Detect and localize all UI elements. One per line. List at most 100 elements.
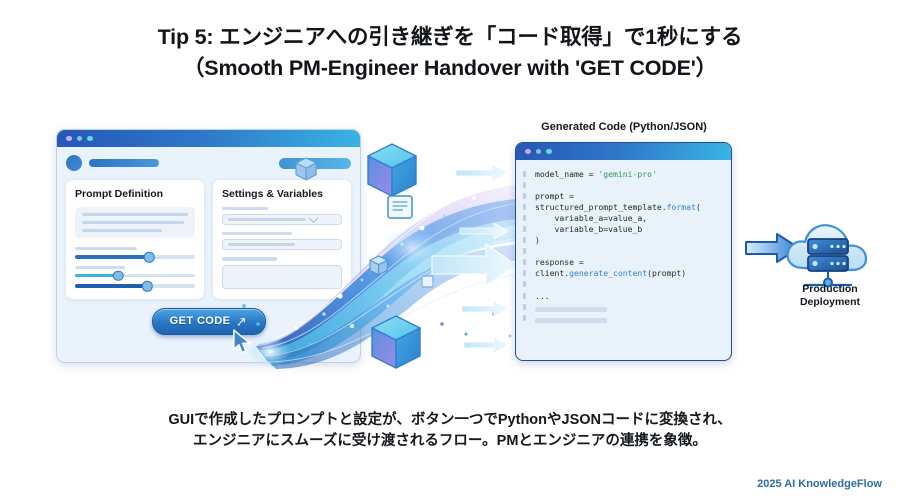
title-line-2: （Smooth PM-Engineer Handover with 'GET C… [183, 55, 717, 80]
slider-max-tokens[interactable] [75, 280, 195, 292]
slider-label [75, 265, 126, 269]
field-label [222, 257, 278, 261]
cube-icon [367, 143, 417, 197]
code-token: model_name = [535, 169, 599, 179]
card-prompt-definition-title: Prompt Definition [75, 188, 164, 200]
avatar [66, 155, 82, 171]
code-token: prompt = [535, 191, 574, 202]
cube-icon [371, 315, 421, 369]
gui-cards-row: Prompt Definition [66, 180, 351, 299]
code-line [535, 180, 729, 191]
generated-code-window: model_name = 'gemini-pro' prompt =struct… [515, 142, 732, 361]
code-token: ) [535, 235, 540, 246]
gutter-mark [523, 248, 526, 255]
gutter-mark [523, 237, 526, 244]
gutter-mark [523, 171, 526, 177]
get-code-button[interactable]: GET CODE [151, 307, 266, 335]
cube-icon [421, 275, 434, 288]
code-gutter [523, 171, 526, 326]
code-line: ... [535, 291, 729, 302]
slider-knob[interactable] [144, 251, 155, 263]
gutter-mark [523, 226, 526, 233]
get-code-button-label: GET CODE [169, 315, 231, 328]
window-dot-cyan-icon [546, 148, 552, 155]
card-settings-variables: Settings & Variables [213, 180, 351, 299]
cloud-server-icon [786, 224, 868, 288]
placeholder-line [82, 228, 162, 233]
slider-knob[interactable] [141, 280, 153, 292]
slider-fill [75, 284, 147, 288]
slider-group-3 [75, 280, 195, 292]
placeholder-line [82, 220, 184, 225]
slider-group-1 [75, 247, 195, 263]
field-label [222, 207, 268, 211]
code-token: ... [535, 290, 550, 301]
code-line: variable_b=value_b [535, 224, 729, 235]
code-line [535, 246, 729, 257]
code-line: ) [535, 235, 729, 246]
input-value-placeholder [228, 243, 295, 247]
window-dot-cyan-icon [87, 135, 93, 142]
document-icon [387, 195, 413, 219]
deploy-label-line-2: Deployment [799, 296, 861, 309]
flow-arrows [431, 163, 517, 354]
code-token: 'gemini-pro' [598, 169, 657, 179]
production-deployment-label: Production Deployment [760, 283, 900, 310]
cube-icon [369, 255, 388, 276]
slider-top-p[interactable] [75, 270, 195, 281]
slider-temperature[interactable] [75, 251, 195, 263]
title-line-1: Tip 5: エンジニアへの引き継ぎを「コード取得」で1秒にする [157, 25, 743, 49]
code-line: prompt = [535, 191, 729, 202]
gutter-mark [523, 182, 526, 189]
variable-input-a[interactable] [222, 239, 342, 251]
caption-line-2: エンジニアにスムーズに受け渡されるフロー。PMとエンジニアの連携を象徴。 [193, 433, 707, 450]
prompt-textarea[interactable] [75, 207, 195, 239]
code-line: client.generate_content(prompt) [535, 268, 729, 279]
card-settings-variables-title: Settings & Variables [222, 188, 323, 200]
code-editor-body[interactable]: model_name = 'gemini-pro' prompt =struct… [516, 160, 731, 360]
code-token: ( [695, 202, 701, 213]
gutter-mark [523, 281, 526, 288]
gutter-mark [523, 204, 526, 211]
mouse-pointer-icon [233, 329, 251, 354]
gutter-mark [523, 314, 526, 321]
toolbar-title-placeholder [89, 159, 159, 167]
code-text-content: model_name = 'gemini-pro' prompt =struct… [535, 169, 729, 302]
code-token: generate_content [569, 268, 648, 279]
gutter-mark [523, 215, 526, 222]
flow-ribbons [248, 177, 526, 369]
window-dot-purple-icon [66, 135, 72, 142]
code-line: model_name = 'gemini-pro' [535, 169, 729, 180]
gutter-mark [523, 193, 526, 200]
field-label [222, 232, 292, 236]
code-line: variable_a=value_a, [535, 213, 729, 224]
code-token: structured_prompt_template. [535, 202, 667, 213]
caption-block: GUIで作成したプロンプトと設定が、ボタン一つでPythonやJSONコードに変… [0, 410, 900, 452]
data-flow-stream [242, 143, 526, 369]
card-prompt-definition: Prompt Definition [66, 180, 204, 299]
generated-code-label: Generated Code (Python/JSON) [541, 121, 707, 133]
caption-line-1: GUIで作成したプロンプトと設定が、ボタン一つでPythonやJSONコードに変… [168, 412, 732, 428]
gutter-mark [523, 292, 526, 299]
code-line: response = [535, 257, 729, 268]
code-token: client. [535, 268, 570, 279]
window-dot-blue-icon [76, 135, 82, 142]
slider-group-2 [75, 265, 195, 281]
deploy-label-line-1: Production [802, 283, 858, 295]
code-token: (prompt) [647, 268, 687, 279]
variable-textarea[interactable] [222, 264, 342, 289]
code-token: format [666, 202, 696, 213]
settings-dropdown[interactable] [222, 213, 342, 226]
footer-brand: 2025 AI KnowledgeFlow [757, 478, 882, 490]
dropdown-value-placeholder [228, 218, 306, 222]
gui-window-body: Prompt Definition [57, 147, 360, 335]
page-title: Tip 5: エンジニアへの引き継ぎを「コード取得」で1秒にする （Smooth… [0, 22, 900, 83]
placeholder-line [82, 213, 188, 217]
share-arrow-icon [238, 317, 246, 326]
slider-knob[interactable] [112, 270, 124, 281]
code-line: structured_prompt_template.format( [535, 202, 729, 213]
gutter-mark [523, 259, 526, 266]
slider-fill [75, 255, 150, 259]
cube-icon [295, 157, 317, 181]
